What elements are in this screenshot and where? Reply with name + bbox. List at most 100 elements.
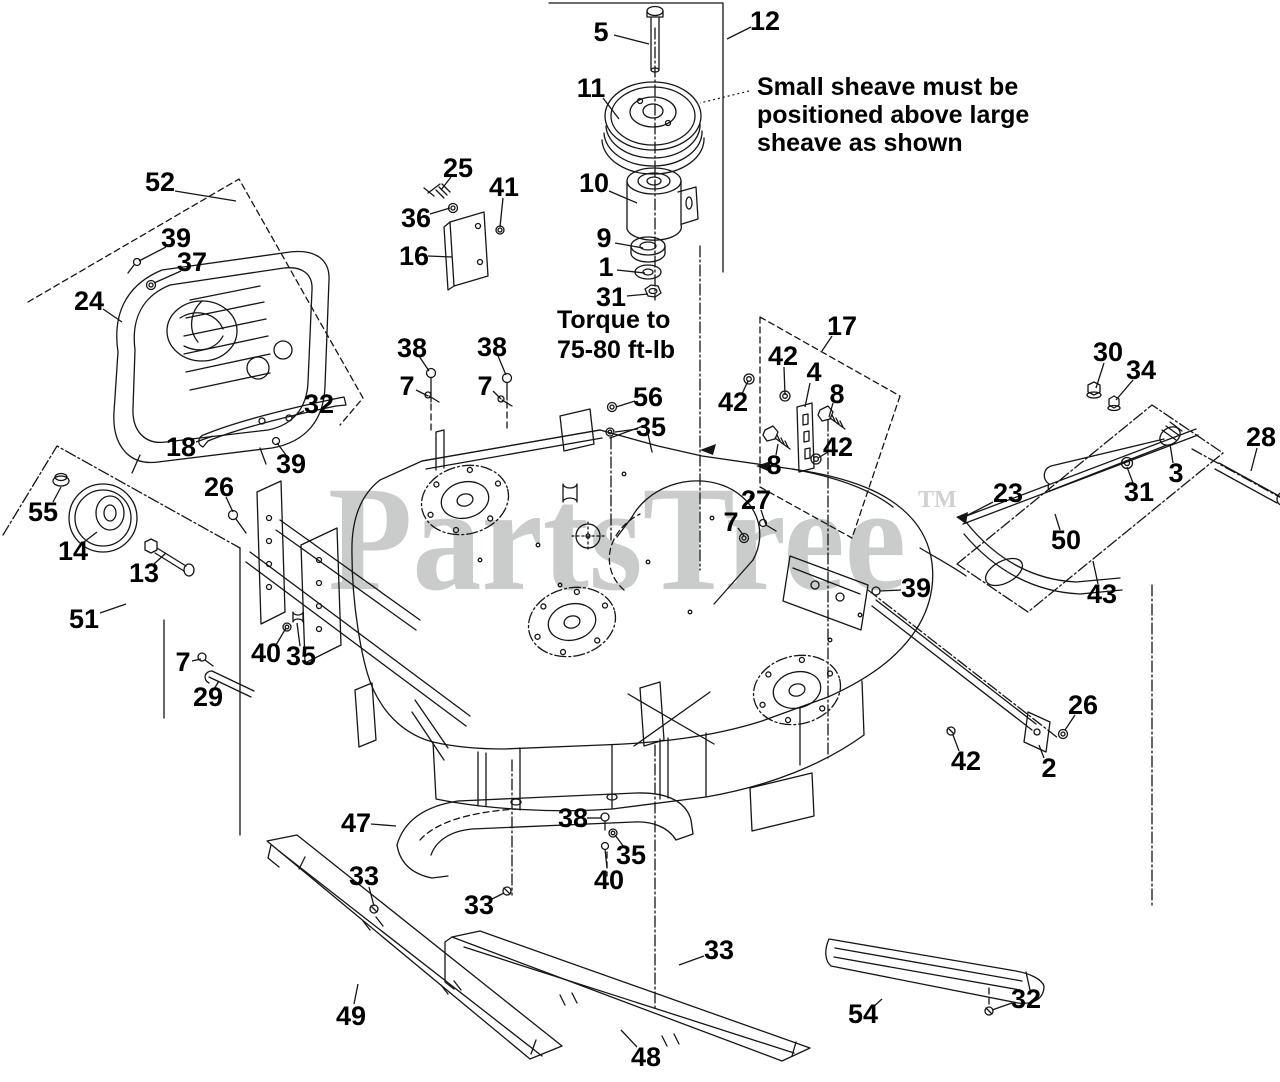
callout-label-18: 18 bbox=[166, 432, 196, 462]
nut-34 bbox=[1107, 395, 1121, 412]
callout-label-12: 12 bbox=[750, 6, 780, 36]
callout-label-42: 42 bbox=[718, 387, 748, 417]
screw-42d bbox=[946, 726, 956, 736]
washer-26r bbox=[1057, 728, 1069, 740]
callout-leader-36 bbox=[429, 207, 451, 215]
bolt-38b bbox=[501, 372, 513, 384]
washer-56 bbox=[606, 401, 618, 413]
callout-leader-51 bbox=[99, 603, 127, 614]
callout-label-42: 42 bbox=[768, 341, 798, 371]
washer-40 bbox=[282, 622, 292, 632]
callout-label-31: 31 bbox=[1124, 477, 1154, 507]
callout-label-51: 51 bbox=[69, 604, 99, 634]
callout-leader-27 bbox=[760, 509, 767, 526]
axle-bolt-13 bbox=[144, 538, 195, 577]
rod-29 bbox=[197, 652, 255, 698]
rod-2-group bbox=[867, 589, 1069, 753]
callout-label-4: 4 bbox=[806, 357, 821, 387]
screw-39b bbox=[271, 436, 281, 446]
nut-41 bbox=[495, 225, 505, 235]
washer-42c bbox=[810, 453, 822, 465]
note-sheave-line-2: positioned above large bbox=[757, 101, 1029, 129]
callout-label-7: 7 bbox=[477, 371, 492, 401]
callout-leader-14 bbox=[83, 531, 98, 543]
callout-label-40: 40 bbox=[594, 865, 624, 895]
callout-leader-8 bbox=[828, 402, 834, 418]
callout-leader-32 bbox=[290, 410, 305, 418]
callout-leader-4 bbox=[804, 382, 811, 408]
callout-leader-13 bbox=[153, 552, 167, 565]
callout-label-35: 35 bbox=[616, 840, 646, 870]
callout-leader-12 bbox=[726, 26, 752, 40]
callout-leader-8 bbox=[775, 443, 779, 456]
bracket-4 bbox=[796, 402, 815, 473]
callout-leader-35 bbox=[296, 622, 301, 647]
callout-label-26: 26 bbox=[204, 472, 234, 502]
callout-label-39: 39 bbox=[161, 223, 191, 253]
callout-label-55: 55 bbox=[28, 497, 58, 527]
nut-30 bbox=[1086, 381, 1102, 399]
callout-leader-26 bbox=[225, 496, 234, 513]
pin-27 bbox=[758, 518, 768, 528]
callout-label-30: 30 bbox=[1093, 337, 1123, 367]
belt-cover-group bbox=[27, 178, 364, 534]
reference-box-12 bbox=[548, 2, 724, 571]
callout-leader-55 bbox=[52, 486, 62, 503]
callout-leader-18 bbox=[195, 435, 214, 443]
callout-leader-35 bbox=[614, 428, 639, 433]
callout-label-1: 1 bbox=[598, 252, 613, 282]
callout-label-35: 35 bbox=[636, 412, 666, 442]
callout-leader-42 bbox=[817, 451, 829, 459]
callout-label-47: 47 bbox=[341, 808, 371, 838]
callout-leader-17 bbox=[821, 335, 833, 352]
callout-leader-47 bbox=[370, 823, 397, 827]
bearing-9 bbox=[630, 236, 666, 263]
deck-studs bbox=[424, 367, 618, 541]
callout-leader-42 bbox=[783, 366, 786, 396]
callout-label-9: 9 bbox=[596, 223, 611, 253]
belt-cover-24 bbox=[113, 250, 330, 474]
callout-leader-2 bbox=[1038, 744, 1045, 759]
callout-leader-42 bbox=[952, 734, 960, 752]
callout-label-40: 40 bbox=[251, 638, 281, 668]
callout-leader-56 bbox=[615, 400, 636, 408]
callout-label-39: 39 bbox=[901, 573, 931, 603]
callout-label-35: 35 bbox=[286, 641, 316, 671]
callout-leader-31 bbox=[1126, 466, 1134, 484]
spacer-35 bbox=[292, 611, 304, 623]
callout-label-42: 42 bbox=[951, 746, 981, 776]
caster-wheel-group bbox=[2, 445, 255, 836]
callout-leader-3 bbox=[1169, 443, 1174, 464]
wheel-14 bbox=[68, 483, 138, 553]
callout-leader-5 bbox=[613, 34, 650, 45]
callout-leader-42 bbox=[741, 380, 749, 395]
baffle-47 bbox=[369, 759, 694, 914]
callout-label-50: 50 bbox=[1051, 525, 1081, 555]
pin-7 bbox=[197, 652, 207, 662]
strip-49 bbox=[266, 834, 563, 1060]
callout-label-36: 36 bbox=[401, 203, 431, 233]
callout-label-7: 7 bbox=[723, 507, 738, 537]
callout-leader-25 bbox=[440, 176, 452, 191]
nut-55 bbox=[52, 472, 70, 487]
callout-label-33: 33 bbox=[704, 935, 734, 965]
callout-label-33: 33 bbox=[349, 861, 379, 891]
callout-leader-38 bbox=[497, 355, 507, 376]
cover-handle-18 bbox=[198, 396, 347, 448]
idler-arm bbox=[919, 521, 1123, 595]
callout-leader-50 bbox=[1054, 513, 1061, 531]
callout-leader-52 bbox=[174, 190, 237, 202]
callout-label-41: 41 bbox=[489, 172, 519, 202]
line-art bbox=[2, 2, 1280, 1062]
callout-label-13: 13 bbox=[129, 558, 159, 588]
mower-deck bbox=[351, 408, 1153, 1009]
callout-label-7: 7 bbox=[399, 371, 414, 401]
callout-label-54: 54 bbox=[848, 999, 878, 1029]
callout-leader-7 bbox=[415, 389, 429, 397]
callout-leader-37 bbox=[153, 270, 182, 284]
callout-label-52: 52 bbox=[145, 167, 175, 197]
callout-leader-26 bbox=[1064, 714, 1076, 731]
callout-label-42: 42 bbox=[823, 432, 853, 462]
